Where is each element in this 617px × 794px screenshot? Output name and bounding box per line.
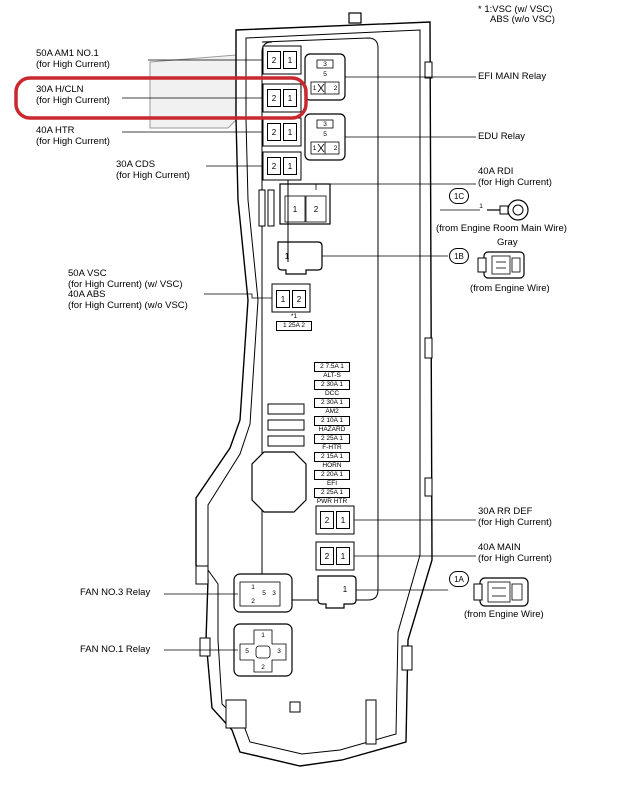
label-main: 40A MAIN(for High Current) [478, 542, 552, 564]
spare-slot-3 [267, 435, 305, 447]
housing-inner [207, 29, 421, 755]
spare-slot-1 [267, 403, 305, 415]
pin-hcln-2: 2 [267, 89, 281, 107]
fuse-dcc-name: DCC [324, 390, 340, 397]
label-gray: Gray [497, 237, 518, 248]
rdi-pin-1: 1 [292, 205, 298, 214]
fuse-efi: 2 20A 1 [314, 470, 350, 480]
socket-1a-pin-1: 1 [342, 585, 348, 594]
fuse-pwr-htr-name: PWR HTR [316, 498, 348, 505]
slot-a [258, 189, 266, 227]
edu-pin-3: 3 [323, 121, 327, 128]
pin-main-2: 2 [320, 547, 334, 565]
fan3-pin-1: 1 [251, 584, 255, 591]
label-am1: 50A AM1 NO.1(for High Current) [36, 48, 110, 70]
spare-slot-2 [267, 419, 305, 431]
connector-tag-1b: 1B [449, 248, 469, 264]
efi-pin-2: 2 [333, 85, 338, 92]
pin-vsc-2: 2 [292, 290, 306, 308]
fan1-pin-2: 2 [261, 664, 265, 671]
fuse-horn-name: HORN [322, 462, 342, 469]
fuse-alt-s: 2 7.5A 1 [314, 362, 350, 372]
fan1-pin-3: 3 [277, 648, 281, 655]
pin-hcln-1: 1 [283, 89, 297, 107]
fan1-pin-1: 1 [261, 632, 265, 639]
rdi-pin-2: 2 [313, 205, 319, 214]
fuse-am2-name: AM2 [325, 408, 339, 415]
pin-rr-def-1: 1 [336, 511, 350, 529]
pin-am1-1: 1 [283, 51, 297, 69]
label-cds: 30A CDS(for High Current) [116, 159, 190, 181]
efi-pin-1: 1 [312, 85, 317, 92]
pin-am1-2: 2 [267, 51, 281, 69]
highlight-hcln [14, 76, 308, 120]
label-rr-def: 30A RR DEF(for High Current) [478, 506, 552, 528]
socket-1b-pin-1: 1 [284, 252, 290, 261]
label-vsc-abs: 50A VSC(for High Current) (w/ VSC) 40A A… [68, 268, 188, 311]
label-fan1: FAN NO.1 Relay [80, 644, 151, 655]
note-line-2: ABS (w/o VSC) [490, 14, 555, 25]
pin-vsc-1: 1 [276, 290, 290, 308]
fuse-f-htr-name: F-HTR [322, 444, 342, 451]
fan3-pin-5: 5 [262, 590, 266, 597]
edu-pin-2: 2 [333, 145, 338, 152]
fuse-f-htr: 2 25A 1 [314, 434, 350, 444]
bottom-stub [289, 701, 301, 713]
fuse-hazard-name: HAZARD [318, 426, 346, 433]
pin-main-1: 1 [336, 547, 350, 565]
star-fuse-mark: *1 [290, 313, 298, 320]
edu-pin-5: 5 [323, 131, 327, 138]
side-tab-6 [199, 637, 211, 657]
side-tab-2 [424, 337, 433, 359]
bottom-stub-2 [365, 699, 377, 745]
fuse-am2: 2 30A 1 [314, 398, 350, 408]
connector-1b-socket [277, 241, 323, 275]
connector-1b-plug [477, 251, 525, 279]
label-efi-main: EFI MAIN Relay [478, 71, 547, 82]
side-tab-5 [195, 565, 209, 585]
side-tab-4 [401, 645, 413, 671]
fuse-efi-name: EFI [326, 480, 338, 487]
label-htr: 40A HTR(for High Current) [36, 125, 110, 147]
efi-pin-3: 3 [323, 61, 327, 68]
label-fan3: FAN NO.3 Relay [80, 587, 151, 598]
label-1c-desc: (from Engine Room Main Wire) [436, 223, 567, 234]
pin-rr-def-2: 2 [320, 511, 334, 529]
efi-pin-5: 5 [323, 71, 327, 78]
connector-1a-socket [317, 575, 357, 609]
octagon-block [251, 451, 307, 513]
connector-tag-1a: 1A [449, 571, 469, 587]
side-tab-1 [424, 61, 433, 79]
connector-1a-plug [473, 577, 529, 607]
edu-pin-1: 1 [312, 145, 317, 152]
label-1a-desc: (from Engine Wire) [464, 609, 544, 620]
fan3-pin-2: 2 [251, 598, 255, 605]
top-tab [348, 12, 362, 24]
fan1-pin-5: 5 [245, 648, 249, 655]
fuse-alt-s-name: ALT-S [323, 372, 341, 379]
note-line-1: * 1:VSC (w/ VSC) [478, 4, 553, 15]
fuse-horn: 2 15A 1 [314, 452, 350, 462]
pin-cds-1: 1 [283, 157, 297, 175]
fuse-dcc: 2 30A 1 [314, 380, 350, 390]
pin-1c: 1 [479, 203, 483, 210]
label-1b-desc: (from Engine Wire) [470, 283, 550, 294]
pin-htr-1: 1 [283, 123, 297, 141]
connector-tag-1c: 1C [449, 188, 469, 204]
label-edu: EDU Relay [478, 131, 525, 142]
slot-b [267, 189, 275, 227]
side-tab-3 [424, 477, 433, 497]
bottom-block [225, 699, 247, 729]
fan3-pin-3: 3 [272, 590, 276, 597]
fuse-pwr-htr: 2 25A 1 [314, 488, 350, 498]
pin-cds-2: 2 [267, 157, 281, 175]
label-rdi: 40A RDI(for High Current) [478, 166, 552, 188]
label-hcln: 30A H/CLN(for High Current) [36, 84, 110, 106]
pin-htr-2: 2 [267, 123, 281, 141]
star-fuse: 1 25A 2 [276, 321, 312, 331]
fuse-hazard: 2 10A 1 [314, 416, 350, 426]
